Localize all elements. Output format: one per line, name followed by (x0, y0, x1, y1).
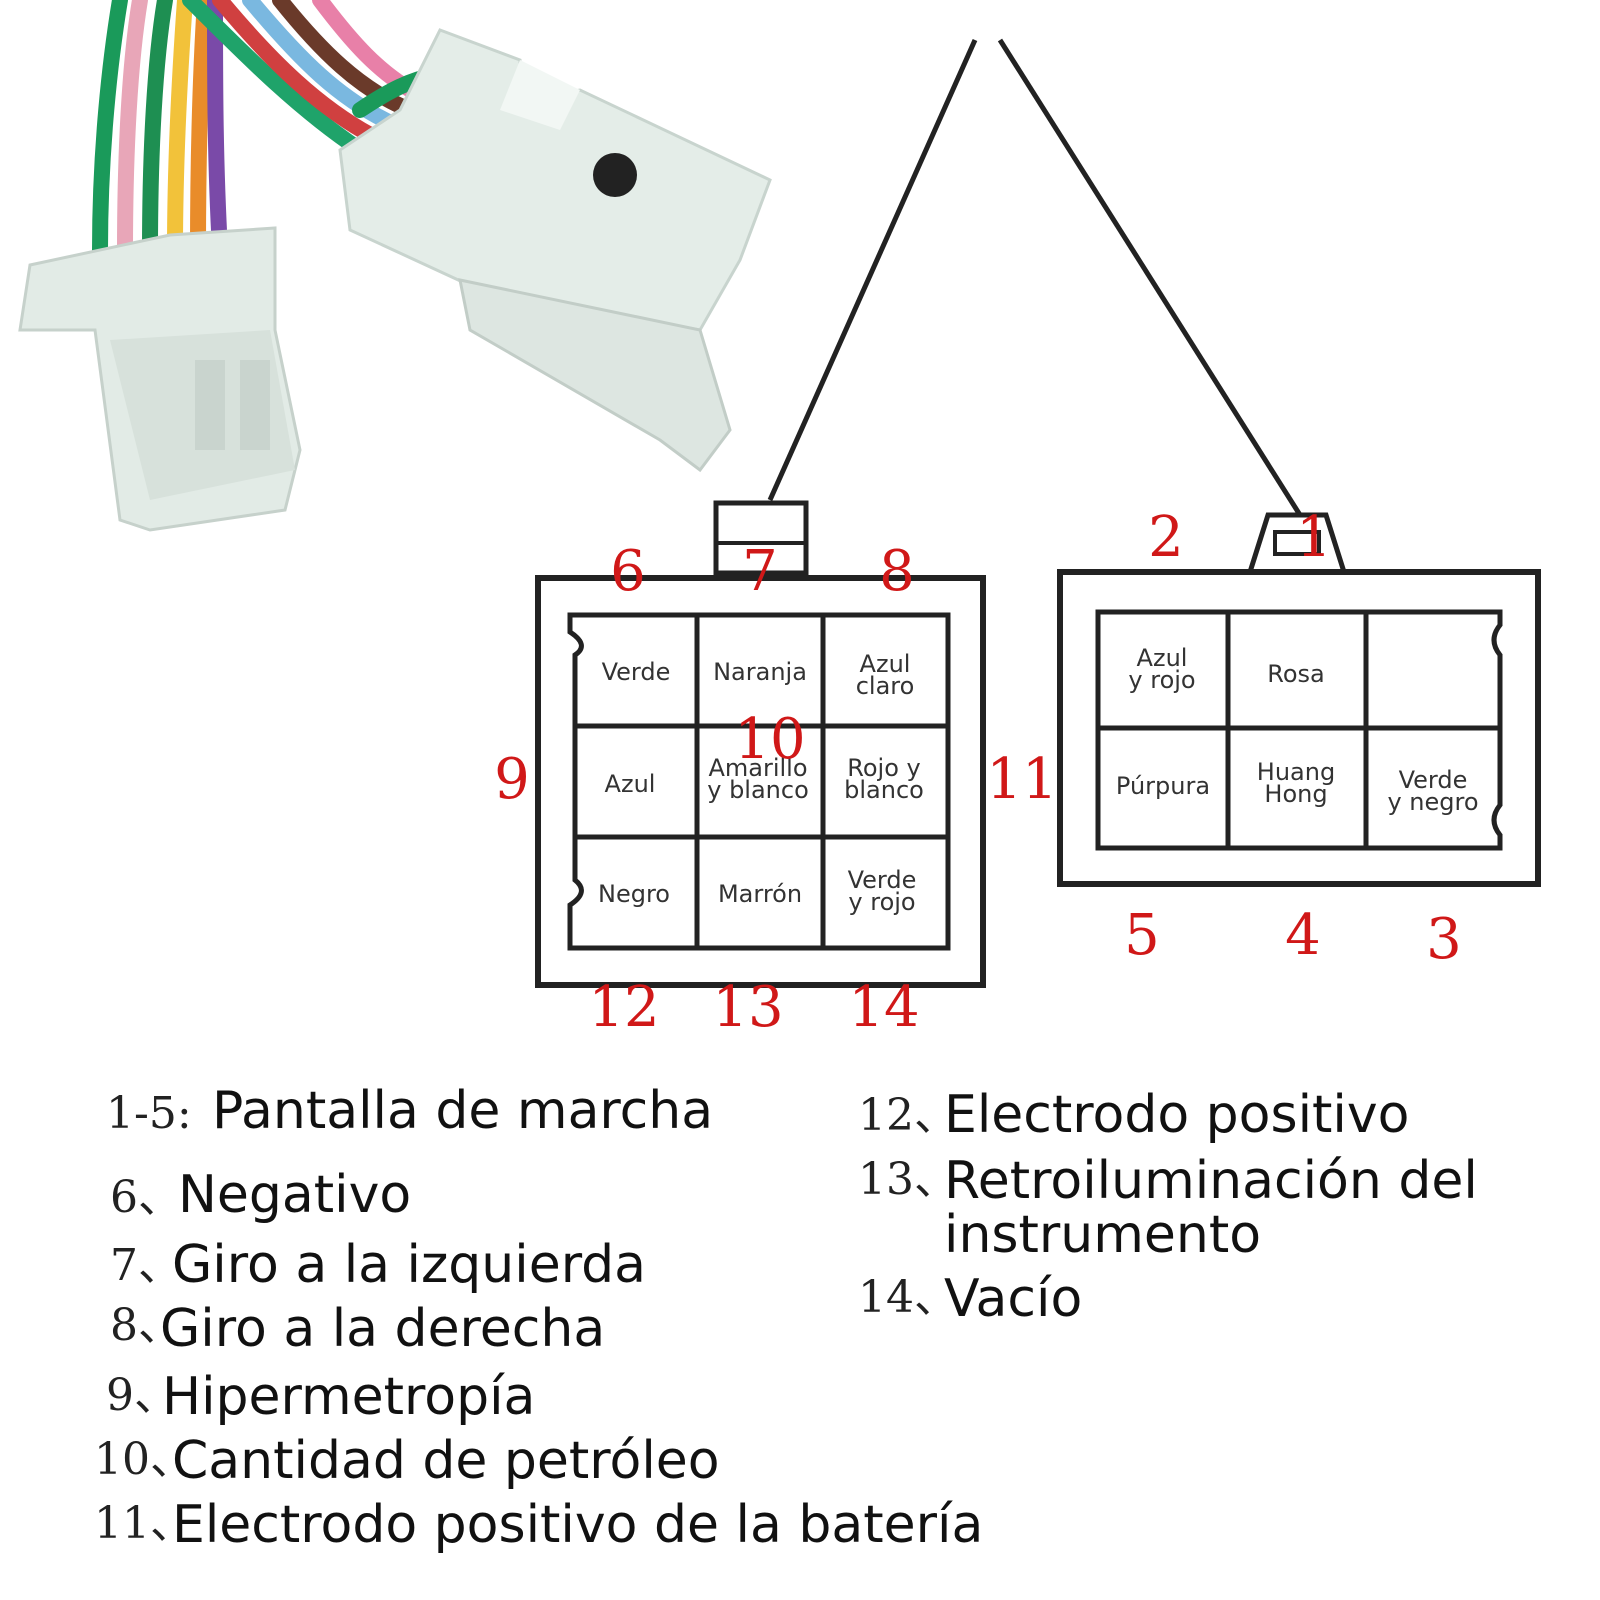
pointer-lines (767, 38, 1303, 517)
legend-text: Giro a la derecha (160, 1299, 605, 1359)
pin-number-3: 3 (1426, 907, 1462, 972)
pin-number-5: 5 (1124, 903, 1160, 968)
left-cell-1: Verde (602, 658, 671, 686)
pin-number-12: 12 (588, 975, 659, 1040)
legend-text: instrumento (944, 1205, 1261, 1265)
legend-text: Pantalla de marcha (212, 1081, 713, 1141)
pin-number-10: 10 (734, 707, 805, 772)
right-cell-4: Púrpura (1116, 772, 1210, 800)
legend-text: Vacío (944, 1269, 1082, 1329)
legend-num: 6、 (110, 1172, 182, 1223)
legend-num: 8、 (110, 1300, 182, 1351)
legend-text: Negativo (178, 1165, 411, 1225)
legend-num: 12、 (858, 1090, 958, 1141)
pin-number-9: 9 (494, 747, 530, 812)
legend-text: Retroiluminación del (944, 1151, 1478, 1211)
small-connector-housing (18, 226, 302, 532)
legend-num: 10、 (94, 1434, 194, 1485)
left-cell-7: Negro (598, 880, 670, 908)
pin-number-8: 8 (879, 539, 915, 604)
legend-text: Cantidad de petróleo (172, 1431, 720, 1491)
pin-number-1: 1 (1296, 505, 1332, 570)
pin-number-14: 14 (848, 975, 919, 1040)
legend-num: 7、 (110, 1240, 182, 1291)
legend-num: 14、 (858, 1272, 958, 1323)
legend-num: 11、 (94, 1498, 194, 1549)
connector-photo (18, 0, 772, 532)
pin-number-13: 13 (712, 975, 783, 1040)
legend-text: Giro a la izquierda (172, 1235, 646, 1295)
left-cell-4: Azul (605, 770, 656, 798)
left-cell-8: Marrón (718, 880, 802, 908)
left-connector-tab (713, 500, 809, 576)
legend-num: 9、 (106, 1370, 178, 1421)
pin-number-11: 11 (986, 747, 1057, 812)
pin-number-6: 6 (610, 539, 646, 604)
large-connector-housing (338, 28, 772, 473)
legend-num: 13、 (858, 1154, 958, 1205)
legend-left: 1-5: Pantalla de marcha 6、 Negativo 7、 G… (94, 1081, 983, 1555)
legend-text: Electrodo positivo de la batería (172, 1495, 983, 1555)
legend-text: Hipermetropía (162, 1367, 535, 1427)
pin-number-4: 4 (1285, 903, 1321, 968)
pin-number-7: 7 (742, 539, 778, 604)
legend-text: Electrodo positivo (944, 1085, 1409, 1145)
legend-right: 12、 Electrodo positivo 13、 Retroiluminac… (858, 1085, 1478, 1329)
right-cell-2: Rosa (1267, 660, 1325, 688)
left-cell-2: Naranja (713, 658, 807, 686)
legend-num: 1-5: (106, 1088, 192, 1139)
left-connector-inner (567, 612, 951, 951)
pin-number-2: 2 (1148, 505, 1184, 570)
